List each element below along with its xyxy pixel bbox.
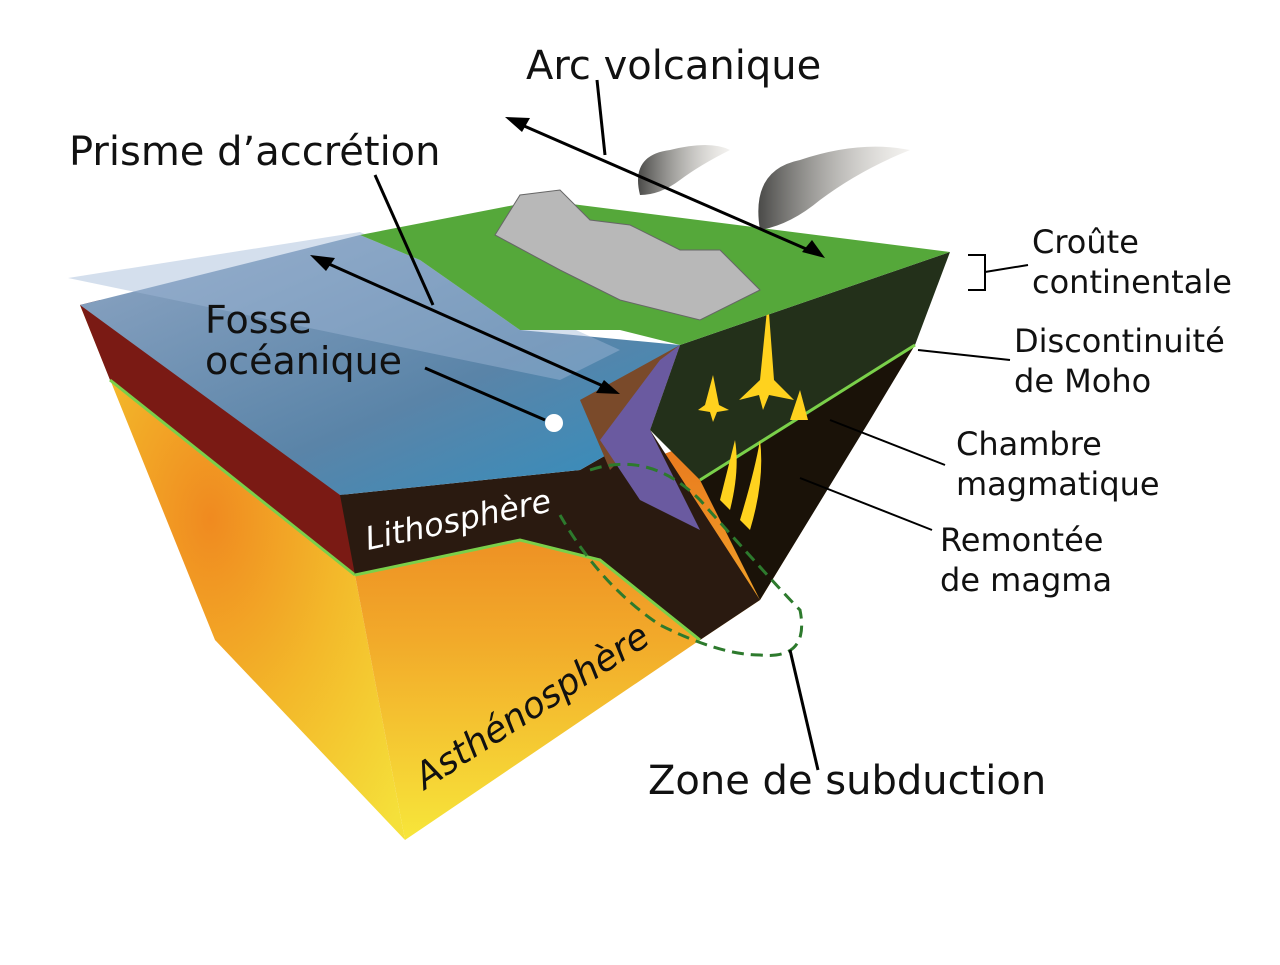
label-croute-2: continentale bbox=[1032, 263, 1232, 301]
label-zone-subduction: Zone de subduction bbox=[648, 758, 1046, 804]
ocean-surface bbox=[80, 235, 680, 495]
label-prisme: Prisme d’accrétion bbox=[69, 129, 441, 175]
label-fosse-2: océanique bbox=[205, 339, 402, 383]
label-chambre-2: magmatique bbox=[956, 465, 1160, 503]
continental-crust bbox=[650, 252, 950, 480]
label-croute-1: Croûte bbox=[1032, 223, 1139, 261]
smoke-plume bbox=[758, 146, 910, 230]
smoke-plume bbox=[638, 145, 730, 195]
label-remontee-1: Remontée bbox=[940, 521, 1103, 559]
label-chambre-1: Chambre bbox=[956, 425, 1102, 463]
label-remontee-2: de magma bbox=[940, 561, 1112, 599]
label-moho-1: Discontinuité bbox=[1014, 322, 1225, 360]
left-lithosphere bbox=[80, 300, 355, 575]
label-moho-2: de Moho bbox=[1014, 362, 1151, 400]
ocean-water-sheet bbox=[68, 232, 620, 380]
label-fosse-1: Fosse bbox=[205, 298, 312, 342]
magma-chamber-zone bbox=[700, 345, 915, 600]
label-arc-volcanique: Arc volcanique bbox=[526, 43, 821, 89]
subduction-zone-outline bbox=[558, 462, 804, 657]
slab-surface bbox=[600, 345, 700, 530]
magma-ascent bbox=[698, 300, 808, 530]
leader-lines bbox=[319, 79, 821, 771]
left-face-asthenosphere bbox=[80, 305, 405, 840]
mountain-range bbox=[494, 189, 761, 321]
trench-marker bbox=[545, 414, 563, 432]
